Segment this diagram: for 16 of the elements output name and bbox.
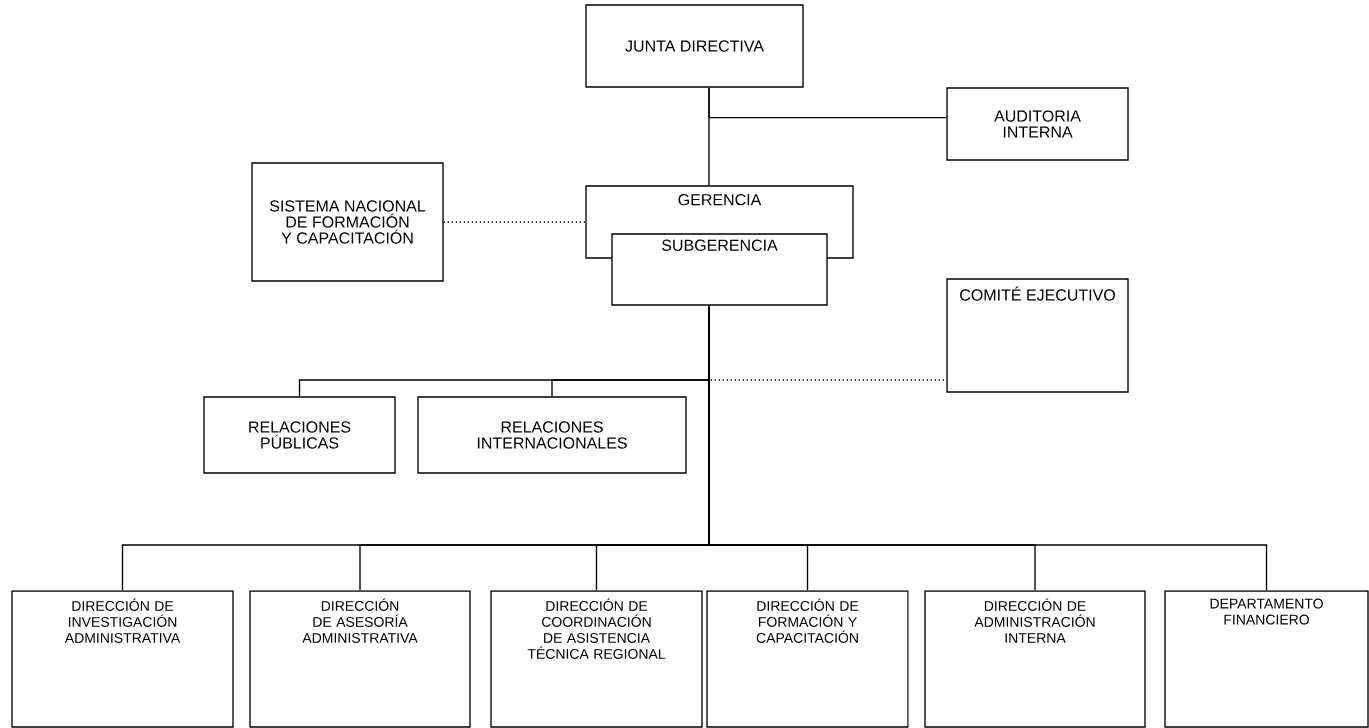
connector-line	[708, 305, 1268, 591]
org-box: RELACIONES INTERNACIONALES	[417, 396, 687, 474]
org-box: DEPARTAMENTO FINANCIERO	[1164, 590, 1369, 728]
org-box: DIRECCIÓN DE ADMINISTRACIÓN INTERNA	[924, 590, 1146, 728]
org-box: DIRECCIÓN DE COORDINACIÓN DE ASISTENCIA TÉCNICA REGIONAL	[490, 590, 703, 728]
org-box: SISTEMA NACIONAL DE FORMACIÓN Y CAPACITACIÓN	[251, 162, 444, 282]
connector-line	[708, 87, 710, 187]
org-box: COMITÉ EJECUTIVO	[946, 278, 1129, 393]
org-box: RELACIONES PÚBLICAS	[203, 396, 396, 474]
org-box: SUBGERENCIA	[611, 233, 828, 306]
org-box: DIRECCIÓN DE FORMACIÓN Y CAPACITACIÓN	[706, 590, 909, 728]
org-box: DIRECCIÓN DE ASESORÍA ADMINISTRATIVA	[249, 590, 471, 728]
dotted-connector	[443, 221, 587, 223]
org-box: AUDITORIA INTERNA	[946, 87, 1129, 161]
org-box: JUNTA DIRECTIVA	[585, 4, 804, 88]
org-box: DIRECCIÓN DE INVESTIGACIÓN ADMINISTRATIVA	[11, 590, 234, 728]
